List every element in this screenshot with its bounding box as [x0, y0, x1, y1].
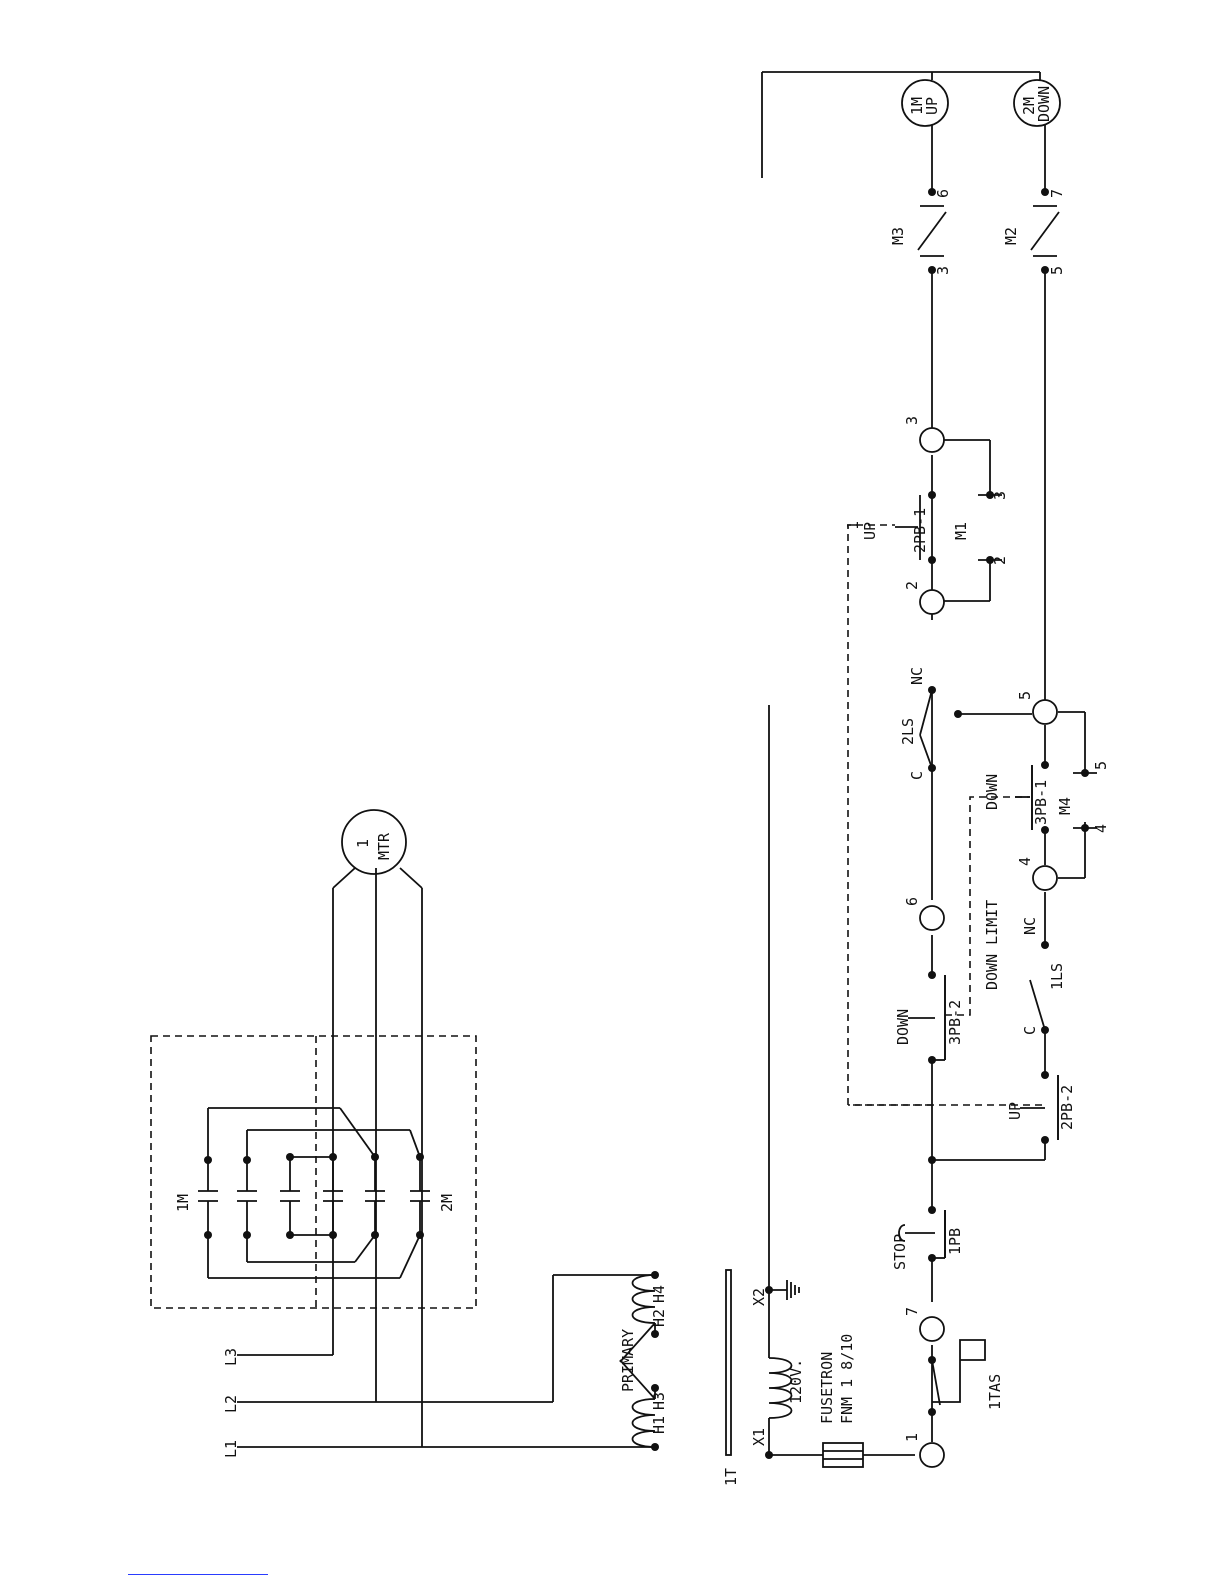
control-transformer — [620, 705, 799, 1459]
control-fuse — [769, 1443, 915, 1467]
page-footer-link[interactable] — [128, 1574, 268, 1575]
secondary-voltage: 120V. — [787, 1359, 805, 1404]
control-wiring — [762, 72, 1085, 1442]
contact-m1-label: M1 — [952, 522, 970, 540]
terminal-5: 5 — [1016, 691, 1034, 700]
down-pb-1-label: 3PB-1 — [1032, 780, 1050, 825]
motor-number: 1 — [354, 839, 372, 848]
down-label-1: DOWN — [894, 1009, 912, 1045]
motor-symbol — [342, 810, 406, 874]
wire-m4-4: 4 — [1092, 824, 1110, 833]
thermal-label: 1TAS — [986, 1374, 1004, 1410]
motor-label: MTR — [375, 832, 393, 860]
terminal-2: 2 — [903, 581, 921, 590]
terminal-3: 3 — [903, 416, 921, 425]
fuse-type: FUSETRON — [818, 1352, 836, 1424]
terminal-6: 6 — [903, 897, 921, 906]
tap-h2: H2 — [650, 1309, 668, 1327]
up-pb-2-label: 2PB-2 — [1058, 1085, 1076, 1130]
tap-h3: H3 — [650, 1392, 668, 1410]
down-pb-2-label: 3PB-2 — [946, 1000, 964, 1045]
down-limit-label: DOWN LIMIT — [983, 900, 1001, 990]
contact-m4-label: M4 — [1056, 797, 1074, 815]
contact-m2-label: M2 — [1002, 227, 1020, 245]
nc-2ls: NC — [908, 667, 926, 685]
wire-m2-7: 7 — [1048, 189, 1066, 198]
tap-h4: H4 — [650, 1285, 668, 1303]
line-label-l2: L2 — [222, 1395, 240, 1413]
common-2ls: C — [908, 771, 926, 780]
tap-x1: X1 — [750, 1428, 768, 1446]
tap-h1: H1 — [650, 1416, 668, 1434]
stop-pb-label: 1PB — [946, 1228, 964, 1255]
common-1ls: C — [1021, 1026, 1039, 1035]
limit-2ls-label: 2LS — [899, 718, 917, 745]
limit-1ls-label: 1LS — [1048, 963, 1066, 990]
terminal-7: 7 — [903, 1307, 921, 1316]
coil-2m-bottom: DOWN — [1035, 86, 1053, 122]
wire-m3-3: 3 — [934, 266, 952, 275]
terminal-4: 4 — [1016, 857, 1034, 866]
reversing-starter — [151, 1036, 476, 1308]
wire-m1-2: 2 — [991, 556, 1009, 565]
wire-m4-5: 5 — [1092, 761, 1110, 770]
terminal-1: 1 — [903, 1433, 921, 1442]
interlock-label: 1 — [844, 521, 862, 530]
down-label-2: DOWN — [983, 774, 1001, 810]
tap-x2: X2 — [750, 1288, 768, 1306]
nc-1ls: NC — [1021, 917, 1039, 935]
fuse-rating: FNM 1 8/10 — [838, 1334, 856, 1424]
wire-m2-5: 5 — [1048, 266, 1066, 275]
stop-label: STOP — [891, 1234, 909, 1270]
line-label-l1: L1 — [222, 1440, 240, 1458]
coil-1m-bottom: UP — [923, 97, 941, 115]
wire-m3-6: 6 — [934, 189, 952, 198]
starter-label-2m: 2M — [438, 1194, 456, 1212]
starter-contacts — [198, 1108, 430, 1278]
wire-m1-3: 3 — [991, 491, 1009, 500]
up-label-2: UP — [861, 522, 879, 540]
up-label-1: UP — [1006, 1102, 1024, 1120]
primary-label: PRIMARY — [619, 1329, 637, 1392]
starter-label-1m: 1M — [174, 1194, 192, 1212]
contact-m3-label: M3 — [889, 227, 907, 245]
transformer-label: 1T — [722, 1468, 740, 1486]
line-label-l3: L3 — [222, 1348, 240, 1366]
up-pb-1-label: 2PB-1 — [911, 508, 929, 553]
